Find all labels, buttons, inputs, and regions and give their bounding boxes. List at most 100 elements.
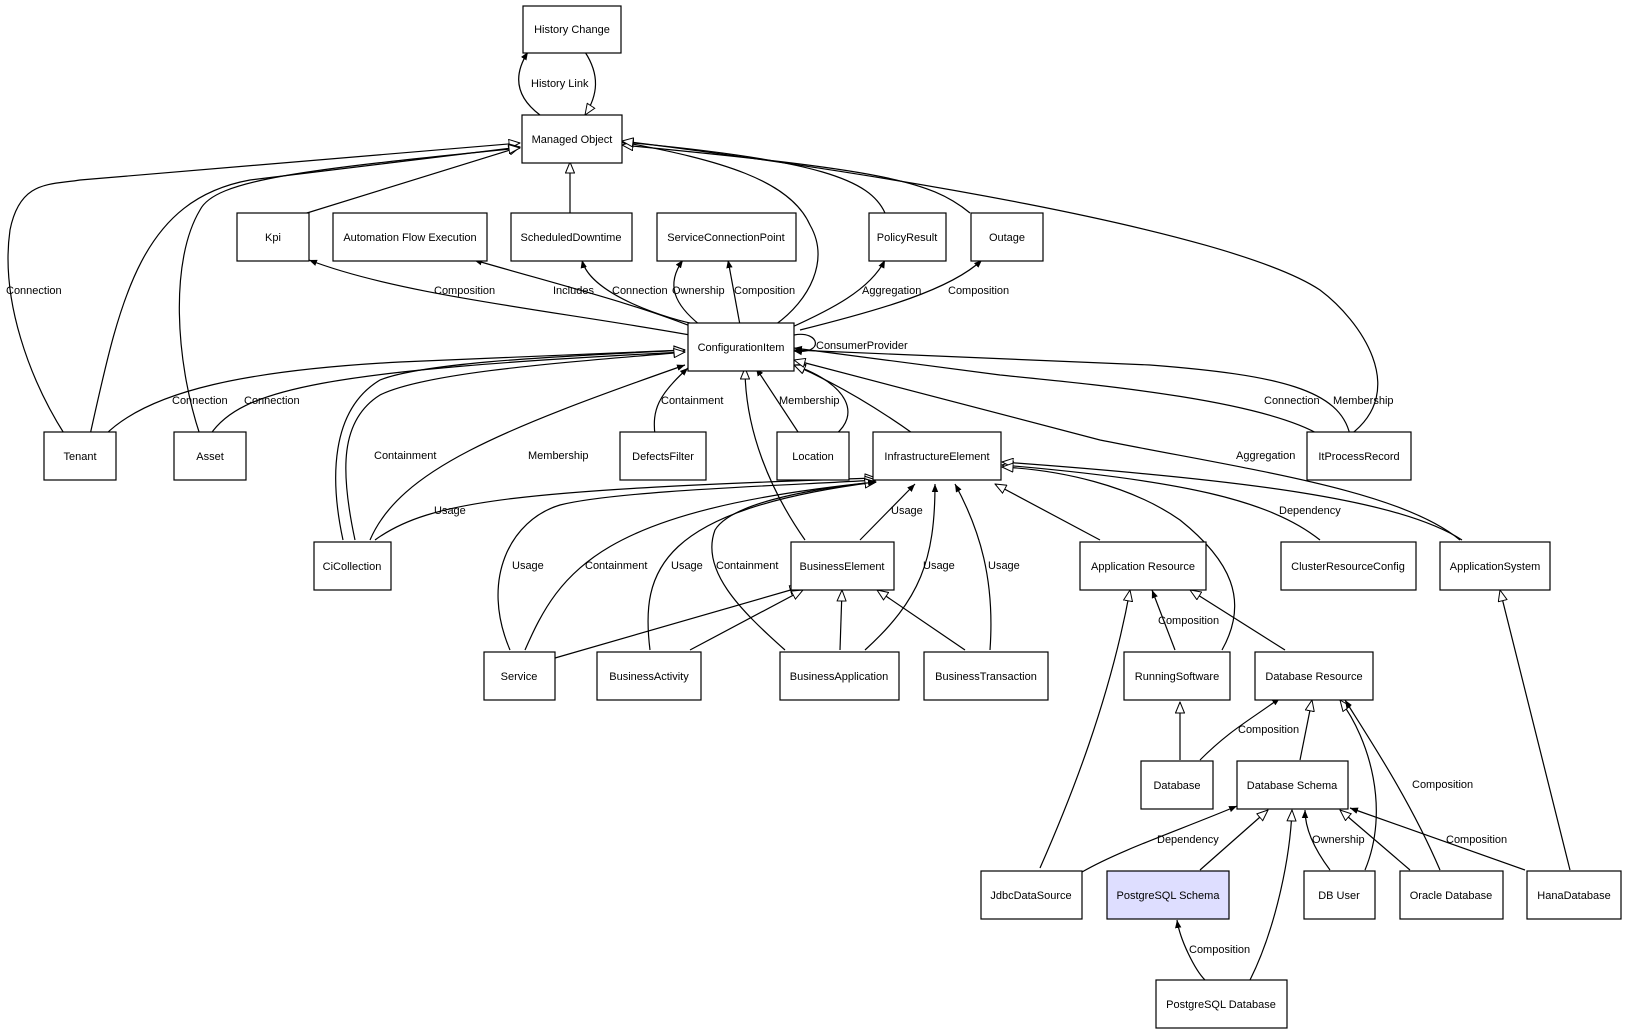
- node-configuration-item[interactable]: ConfigurationItem: [687, 322, 795, 372]
- node-kpi[interactable]: Kpi: [236, 212, 310, 262]
- edge-businessactivity-infra-usage: [647, 482, 876, 651]
- node-automation-flow-execution[interactable]: Automation Flow Execution: [332, 212, 488, 262]
- node-outage[interactable]: Outage: [970, 212, 1044, 262]
- node-policy-result[interactable]: PolicyResult: [868, 212, 947, 262]
- label-ci-automation-includes: Includes: [553, 285, 594, 297]
- label-businessactivity-infra-usage: Usage: [671, 560, 703, 572]
- label-tenant-ci-connection: Connection: [172, 395, 228, 407]
- node-database[interactable]: Database: [1140, 760, 1214, 810]
- edge-databaseresource-appresource: [1190, 590, 1286, 651]
- label-jdbc-databaseschema-dependency: Dependency: [1157, 834, 1219, 846]
- node-business-transaction[interactable]: BusinessTransaction: [923, 651, 1049, 701]
- edge-tenant-managedobject: [7, 143, 520, 436]
- edge-ci-scp-composition: [726, 259, 741, 326]
- node-label: ConfigurationItem: [698, 342, 785, 354]
- node-business-application[interactable]: BusinessApplication: [779, 651, 900, 701]
- edge-database-databaseresource-composition: [1199, 697, 1281, 761]
- node-business-activity[interactable]: BusinessActivity: [596, 651, 702, 701]
- edge-runningsoftware-appresource-composition: [1151, 589, 1176, 651]
- label-service-infra-usage: Usage: [512, 560, 544, 572]
- node-label: Database: [1153, 780, 1200, 792]
- node-asset[interactable]: Asset: [173, 431, 247, 481]
- node-scheduled-downtime[interactable]: ScheduledDowntime: [510, 212, 633, 262]
- node-label: Automation Flow Execution: [343, 232, 476, 244]
- edge-appresource-infra-generalization: [995, 484, 1101, 541]
- node-label: JdbcDataSource: [990, 890, 1071, 902]
- node-application-resource[interactable]: Application Resource: [1079, 541, 1207, 591]
- node-label: PostgreSQL Schema: [1117, 890, 1221, 902]
- label-appsystem-ci-aggregation: Aggregation: [1236, 450, 1295, 462]
- node-label: ClusterResourceConfig: [1291, 561, 1405, 573]
- node-label: ScheduledDowntime: [521, 232, 622, 244]
- edge-hana-appsystem: [1500, 590, 1571, 871]
- node-label: ItProcessRecord: [1318, 451, 1399, 463]
- edge-oracle-databaseschema: [1340, 810, 1411, 871]
- label-runningsoftware-appresource-composition: Composition: [1158, 615, 1219, 627]
- node-label: Database Schema: [1247, 780, 1338, 792]
- node-label: BusinessElement: [800, 561, 885, 573]
- node-label: DB User: [1318, 890, 1360, 902]
- edge-location-ci-membership: [755, 367, 801, 436]
- node-business-element[interactable]: BusinessElement: [790, 541, 895, 591]
- edge-tenant-managedobject-2: [89, 147, 520, 436]
- edge-databaseschema-databaseresource: [1299, 700, 1312, 761]
- edge-itprocessrecord-managedobject: [622, 141, 1379, 436]
- edge-service-infra-containment: [524, 482, 876, 651]
- label-postgresqldb-postgresqlschema-composition: Composition: [1189, 944, 1250, 956]
- node-label: BusinessApplication: [790, 671, 888, 683]
- edge-defectsfilter-ci-containment: [653, 367, 689, 436]
- label-ci-scheduleddowntime-connection: Connection: [612, 285, 668, 297]
- node-jdbc-data-source[interactable]: JdbcDataSource: [980, 870, 1083, 920]
- label-businessapplication-infra-containment: Containment: [716, 560, 778, 572]
- node-tenant[interactable]: Tenant: [43, 431, 117, 481]
- node-label: History Change: [534, 24, 610, 36]
- node-it-process-record[interactable]: ItProcessRecord: [1306, 431, 1412, 481]
- node-history-change[interactable]: History Change: [522, 5, 622, 54]
- edge-businessapplication-businesselement: [840, 590, 842, 651]
- node-postgresql-schema[interactable]: PostgreSQL Schema: [1106, 870, 1230, 920]
- node-label: CiCollection: [323, 561, 382, 573]
- node-ci-collection[interactable]: CiCollection: [313, 541, 392, 591]
- label-clusterresource-infra-dependency: Dependency: [1279, 505, 1341, 517]
- edge-postgresqlschema-databaseschema: [1199, 810, 1268, 871]
- node-oracle-database[interactable]: Oracle Database: [1399, 870, 1504, 920]
- label-dbuser-databaseschema-ownership: Ownership: [1312, 834, 1365, 846]
- node-label: ApplicationSystem: [1450, 561, 1541, 573]
- label-ci-outage-composition: Composition: [948, 285, 1009, 297]
- node-managed-object[interactable]: Managed Object: [521, 114, 623, 164]
- label-cicollection-ci-membership: Membership: [528, 450, 589, 462]
- edge-dbuser-databaseschema-ownership: [1301, 809, 1331, 871]
- edge-asset-managedobject: [178, 148, 520, 436]
- edge-cicollection-ci-containment: [335, 350, 685, 541]
- label-itprocessrecord-ci-membership: Membership: [1333, 395, 1394, 407]
- node-label: Asset: [196, 451, 224, 463]
- edge-service-infra-usage: [497, 480, 876, 651]
- label-defectsfilter-ci-containment: Containment: [661, 395, 723, 407]
- node-postgresql-database[interactable]: PostgreSQL Database: [1155, 979, 1288, 1029]
- edge-ci-automation-includes: [473, 259, 701, 331]
- node-application-system[interactable]: ApplicationSystem: [1439, 541, 1551, 591]
- node-defects-filter[interactable]: DefectsFilter: [619, 431, 707, 481]
- node-location[interactable]: Location: [776, 431, 850, 481]
- node-label: Outage: [989, 232, 1025, 244]
- label-itprocessrecord-ci-connection: Connection: [1264, 395, 1320, 407]
- node-service[interactable]: Service: [483, 651, 556, 701]
- node-infrastructure-element[interactable]: InfrastructureElement: [872, 431, 1002, 481]
- node-hana-database[interactable]: HanaDatabase: [1526, 870, 1622, 920]
- node-cluster-resource-config[interactable]: ClusterResourceConfig: [1280, 541, 1417, 591]
- edge-infra-ci-generalization: [794, 364, 916, 436]
- edge-itprocessrecord-ci-membership: [793, 347, 1351, 436]
- label-ci-scp-composition: Composition: [734, 285, 795, 297]
- edge-cicollection-infra-usage: [374, 478, 876, 541]
- node-database-schema[interactable]: Database Schema: [1236, 760, 1349, 810]
- edge-businessapplication-infra-usage: [864, 483, 939, 651]
- edge-outage-managedobject: [622, 145, 971, 214]
- node-db-user[interactable]: DB User: [1303, 870, 1376, 920]
- label-asset-ci-connection: Connection: [244, 395, 300, 407]
- edges: [7, 51, 1571, 981]
- label-cicollection-ci-containment: Containment: [374, 450, 436, 462]
- node-running-software[interactable]: RunningSoftware: [1123, 651, 1231, 701]
- node-service-connection-point[interactable]: ServiceConnectionPoint: [656, 212, 797, 262]
- label-oracle-databaseresource-composition: Composition: [1412, 779, 1473, 791]
- node-database-resource[interactable]: Database Resource: [1254, 651, 1374, 701]
